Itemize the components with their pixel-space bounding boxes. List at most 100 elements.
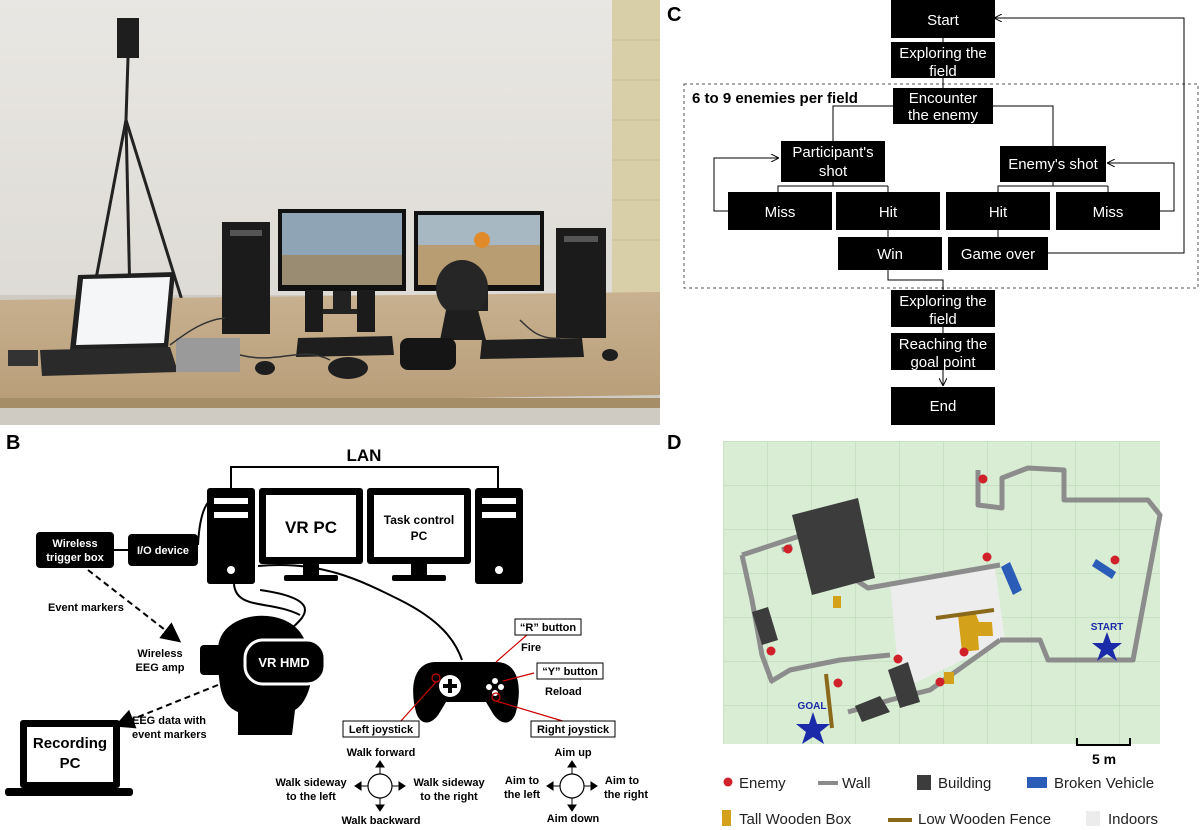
svg-text:Win: Win xyxy=(877,246,903,263)
svg-text:Aim down: Aim down xyxy=(547,813,600,825)
svg-text:PC: PC xyxy=(411,529,428,543)
start-marker: START xyxy=(1091,622,1124,661)
right-joystick-directions: Aim up Aim to the left Aim to the right … xyxy=(504,747,648,825)
svg-text:the right: the right xyxy=(604,789,648,801)
svg-text:the enemy: the enemy xyxy=(908,107,979,124)
svg-text:Walk sideway: Walk sideway xyxy=(413,777,485,789)
goal-marker: GOAL xyxy=(796,701,830,744)
svg-text:Hit: Hit xyxy=(879,204,898,221)
y-button-label: “Y” button Reload xyxy=(536,662,604,698)
node-end: End xyxy=(891,387,995,425)
svg-text:Aim to: Aim to xyxy=(605,775,640,787)
legend-building: Building xyxy=(938,775,991,792)
scale-bar: 5 m xyxy=(1076,738,1131,767)
svg-text:“R” button: “R” button xyxy=(520,622,576,634)
svg-text:the left: the left xyxy=(504,789,540,801)
recording-pc: Recording PC xyxy=(5,720,133,796)
vr-pc-tower xyxy=(207,488,255,584)
node-reach-goal: Reaching the goal point xyxy=(891,333,995,371)
svg-text:End: End xyxy=(930,398,957,415)
broken-vehicles xyxy=(1001,559,1116,595)
svg-text:Participant's: Participant's xyxy=(792,144,873,161)
svg-text:goal point: goal point xyxy=(910,354,976,371)
svg-text:Wireless: Wireless xyxy=(52,538,97,550)
svg-text:VR HMD: VR HMD xyxy=(258,655,309,670)
eeg-amp-label: Wireless xyxy=(137,648,182,660)
svg-text:5 m: 5 m xyxy=(1092,751,1116,767)
svg-text:GOAL: GOAL xyxy=(798,701,827,712)
svg-text:trigger box: trigger box xyxy=(46,552,104,564)
svg-text:Start: Start xyxy=(927,12,960,29)
node-miss-left: Miss xyxy=(728,192,832,230)
svg-text:Walk backward: Walk backward xyxy=(341,815,420,827)
node-start: Start xyxy=(891,0,995,38)
svg-text:Left joystick: Left joystick xyxy=(349,724,414,736)
svg-text:Hit: Hit xyxy=(989,204,1008,221)
svg-text:Miss: Miss xyxy=(1093,204,1124,221)
game-field-map: START GOAL 5 m Enemy Wall Building Broke… xyxy=(722,441,1163,828)
lan-label: LAN xyxy=(347,446,382,465)
svg-text:PC: PC xyxy=(60,755,81,772)
node-participant-shot: Participant's shot xyxy=(781,141,885,182)
svg-text:START: START xyxy=(1091,622,1124,633)
indoors-area xyxy=(890,568,1005,690)
node-encounter: Encounter the enemy xyxy=(893,88,993,124)
system-diagram: LAN VR PC Task control PC Wireless trigg… xyxy=(5,446,648,827)
svg-text:Task control: Task control xyxy=(384,513,454,527)
svg-text:Walk forward: Walk forward xyxy=(347,747,416,759)
svg-text:Recording: Recording xyxy=(33,735,107,752)
svg-text:Miss: Miss xyxy=(765,204,796,221)
node-hit-left: Hit xyxy=(836,192,940,230)
svg-text:Fire: Fire xyxy=(521,642,541,654)
buildings xyxy=(752,498,920,722)
enemy-loop-box xyxy=(683,83,1199,289)
lab-setup-photo xyxy=(0,0,660,425)
r-button-label: “R” button Fire xyxy=(514,618,582,654)
left-joystick-label: Left joystick xyxy=(342,720,420,738)
svg-text:to the left: to the left xyxy=(286,791,336,803)
svg-text:Right joystick: Right joystick xyxy=(537,724,610,736)
node-enemy-shot: Enemy's shot xyxy=(1000,146,1106,182)
wireless-trigger-box: Wireless trigger box xyxy=(36,532,114,568)
svg-text:event markers: event markers xyxy=(132,729,207,741)
io-device: I/O device xyxy=(128,534,198,566)
legend-wall: Wall xyxy=(842,775,871,792)
task-pc-monitor: Task control PC xyxy=(367,488,471,581)
legend-indoors: Indoors xyxy=(1108,811,1158,828)
svg-text:I/O device: I/O device xyxy=(137,545,189,557)
svg-text:Aim to: Aim to xyxy=(505,775,540,787)
svg-text:field: field xyxy=(929,63,957,80)
svg-text:to the right: to the right xyxy=(420,791,478,803)
legend-enemy: Enemy xyxy=(739,775,786,792)
svg-text:field: field xyxy=(929,311,957,328)
svg-text:Game over: Game over xyxy=(961,246,1035,263)
event-markers-label: Event markers xyxy=(48,602,124,614)
eeg-data-label: EEG data with xyxy=(132,715,206,727)
left-joystick-directions: Walk forward Walk sideway to the left Wa… xyxy=(275,747,485,827)
node-hit-right: Hit xyxy=(946,192,1050,230)
svg-text:Exploring the: Exploring the xyxy=(899,293,987,310)
node-game-over: Game over xyxy=(948,237,1048,270)
svg-text:shot: shot xyxy=(819,163,848,180)
node-win: Win xyxy=(838,237,942,270)
tall-wooden-boxes xyxy=(833,596,993,684)
svg-text:“Y” button: “Y” button xyxy=(542,666,598,678)
task-pc-tower xyxy=(475,488,523,584)
map-legend: Enemy Wall Building Broken Vehicle Tall … xyxy=(722,775,1158,828)
node-explore-1: Exploring the field xyxy=(891,42,995,80)
game-flowchart: 6 to 9 enemies per field Start Exploring… xyxy=(683,0,1199,425)
enemy-markers xyxy=(766,474,1120,688)
legend-vehicle: Broken Vehicle xyxy=(1054,775,1154,792)
svg-text:Reaching the: Reaching the xyxy=(899,336,987,353)
panel-label-c: C xyxy=(667,4,682,26)
svg-text:Aim up: Aim up xyxy=(554,747,592,759)
svg-text:Walk sideway: Walk sideway xyxy=(275,777,347,789)
node-miss-right: Miss xyxy=(1056,192,1160,230)
legend-fence: Low Wooden Fence xyxy=(918,811,1051,828)
node-explore-2: Exploring the field xyxy=(891,290,995,328)
vr-hmd-head: VR HMD xyxy=(200,589,327,735)
panel-label-d: D xyxy=(667,432,682,454)
svg-text:EEG amp: EEG amp xyxy=(136,662,185,674)
svg-text:Encounter: Encounter xyxy=(909,90,977,107)
svg-text:Exploring the: Exploring the xyxy=(899,45,987,62)
